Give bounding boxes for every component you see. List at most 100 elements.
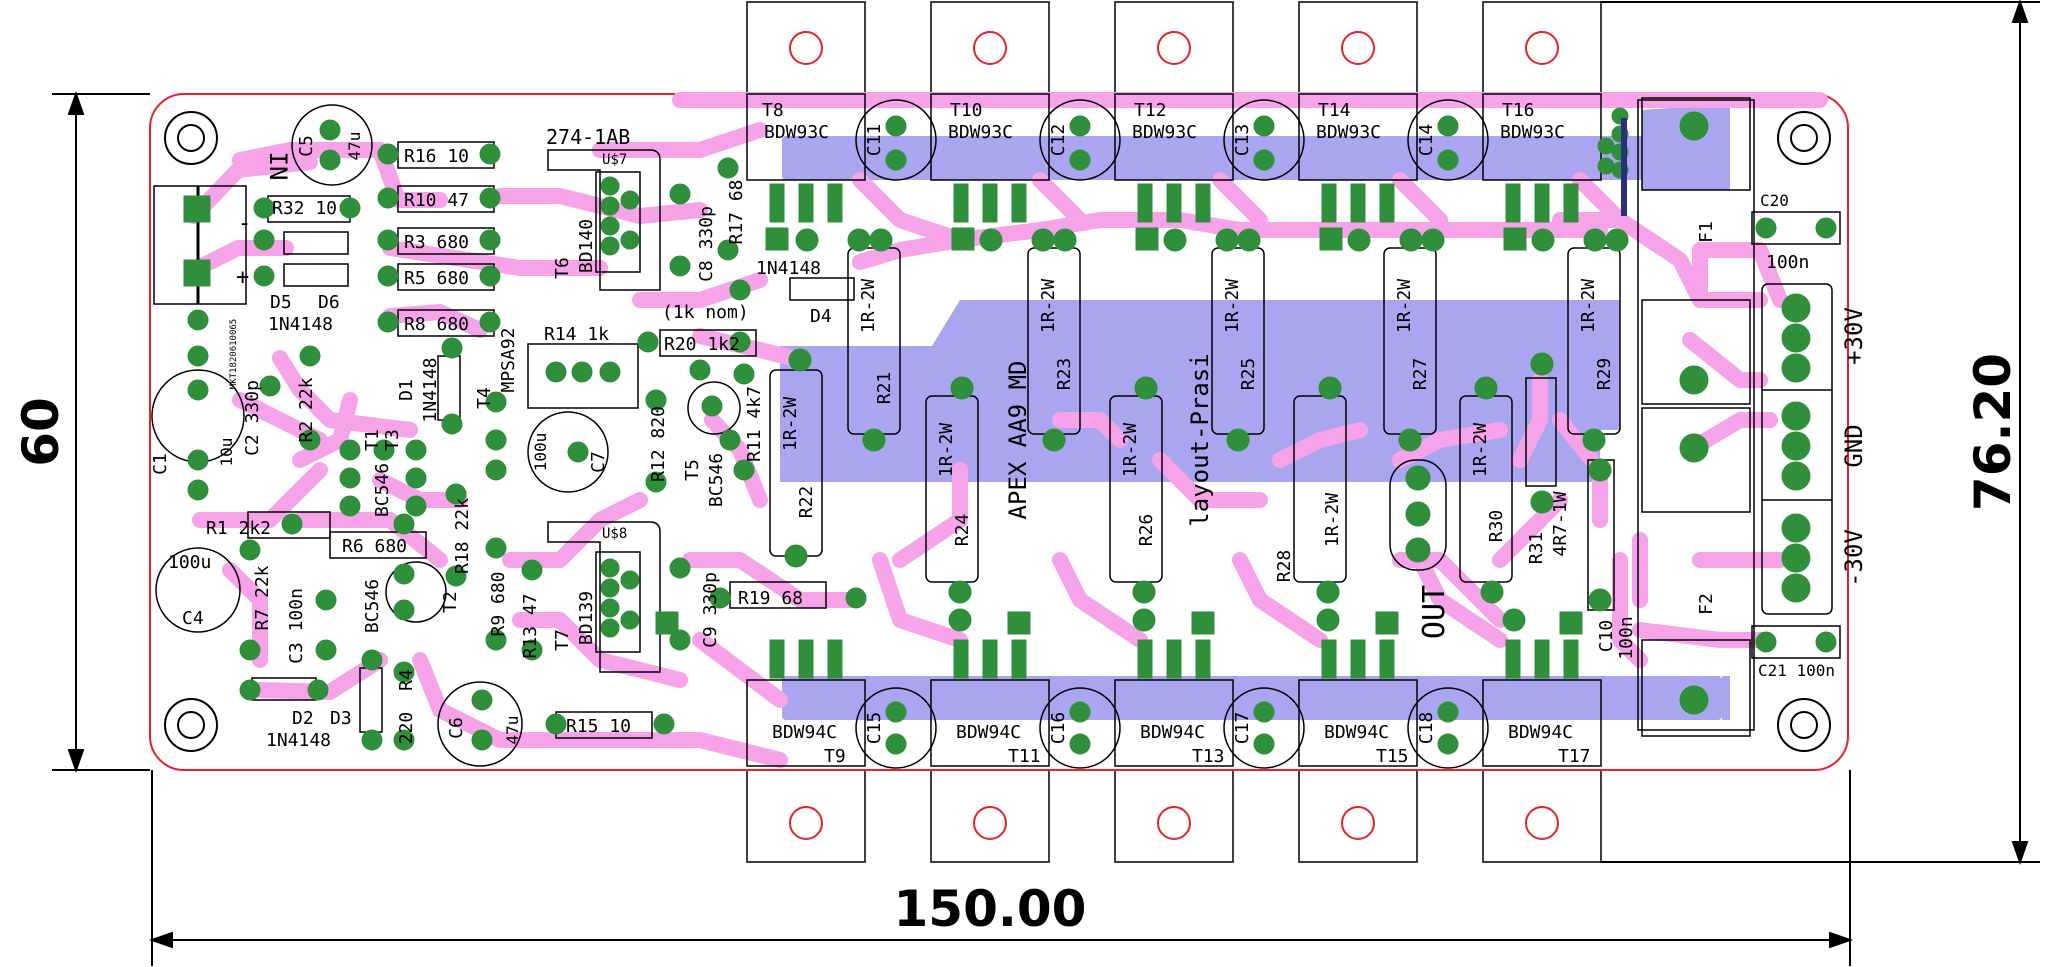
r31-label: R31 [1526,532,1547,565]
r21-ref: R21 [874,372,895,405]
t12-ref: T12 [1134,100,1167,121]
r14-nom-label: (1k nom) [662,302,749,323]
top-transistor-labels: T8 BDW93C T10 BDW93C T12 BDW93C T14 BDW9… [762,100,1565,143]
t1-label: T1 [362,429,383,451]
t13-value: BC546 [372,463,393,517]
fuse2-label: F2 [1696,593,1717,615]
t13-part: BDW94C [1140,722,1205,743]
width-dimension-label: 150.00 [894,880,1087,938]
u7-label: U$7 [602,152,627,168]
t3-label: T3 [382,429,403,451]
t14-part: BDW93C [1316,122,1381,143]
supply-gnd-label: GND [1840,424,1868,467]
t9-part: BDW94C [772,722,837,743]
bc546-label: BC546 [362,579,383,633]
t17-ref: T17 [1558,746,1591,767]
t8-ref: T8 [762,100,784,121]
c6-label: C6 [446,717,467,739]
r10-label: R10 47 [404,190,469,211]
d2-label: D2 [292,708,314,729]
t6-label: T6 [552,257,573,279]
c8-label: C8 330p [696,206,717,282]
c9-label: C9 330p [700,572,721,648]
height-right-dimension-label: 76.20 [1964,353,2022,511]
r4-value: 220 [396,712,417,745]
r28-val: 1R-2W [1322,493,1343,547]
t14-ref: T14 [1318,100,1351,121]
r15-label: R15 10 [566,716,631,737]
t7-label: T7 [552,629,573,651]
c10-label: C10 [1596,620,1617,653]
r12-label: R12 820 [648,406,669,482]
heatsink-top-label: 274-1AB [546,125,630,149]
c14-label: C14 [1416,124,1437,157]
power-cap-labels: C11 C12 C13 C14 C15 C16 C17 C18 [864,124,1437,745]
output-label: OUT [1417,585,1452,639]
d3-label: D3 [330,708,352,729]
c4-label: C4 [182,608,204,629]
r17-label: R17 68 [726,179,747,244]
r31-value: 4R7-1W [1550,491,1571,556]
r26-val: 1R-2W [1120,423,1141,477]
r30-ref: R30 [1486,510,1507,543]
d5-label: D5 [270,292,292,313]
t13-ref: T13 [1192,746,1225,767]
r23-val: 1R-2W [1038,279,1059,333]
supply-pos-label: +30V [1840,307,1868,365]
c12-label: C12 [1048,124,1069,157]
c15-label: C15 [864,712,885,745]
r4-label: R4 [396,669,417,691]
r22-ref: R22 [796,486,817,519]
r25-ref: R25 [1238,358,1259,391]
c16-label: C16 [1048,712,1069,745]
t11-ref: T11 [1008,746,1041,767]
mounting-holes [164,111,1831,752]
r9-label: R9 680 [488,571,509,636]
upper-resistor-labels: 1R-2W R21 1R-2W R23 1R-2W R25 1R-2W R27 … [858,279,1615,405]
input-plus: + [236,265,249,290]
t15-ref: T15 [1376,746,1409,767]
t11-part: BDW94C [956,722,1021,743]
r3-label: R3 680 [404,232,469,253]
round-pads [187,107,1837,755]
r27-val: 1R-2W [1394,279,1415,333]
t6-value: BD140 [576,219,597,273]
r16-label: R16 10 [404,146,469,167]
t16-part: BDW93C [1500,122,1565,143]
r7-label: R7 22k [252,565,273,630]
r2-label: R2 22k [296,377,317,442]
r25-val: 1R-2W [1222,279,1243,333]
d1-value: 1N4148 [420,357,441,422]
r6-label: R6 680 [342,536,407,557]
c20-label: C20 [1760,191,1789,210]
t12-part: BDW93C [1132,122,1197,143]
r24-val: 1R-2W [936,423,957,477]
t15-part: BDW94C [1324,722,1389,743]
c20-value: 100n [1766,252,1809,273]
r1-label: R1 2k2 [206,518,271,539]
dc-block-label: MKT1820610065 [229,319,239,389]
t10-part: BDW93C [948,122,1013,143]
c11-label: C11 [864,124,885,157]
t8-part: BDW93C [764,122,829,143]
c3-label: C3 100n [286,588,307,664]
c7-value: 100u [531,433,550,472]
d4-value: 1N4148 [756,258,821,279]
r14-label: R14 1k [544,324,609,345]
c18-label: C18 [1416,712,1437,745]
height-left-dimension-label: 60 [12,397,70,467]
r8-label: R8 680 [404,314,469,335]
c5-label: C5 [296,135,317,157]
dimension-lines [52,0,2040,966]
t9-ref: T9 [824,746,846,767]
r26-ref: R26 [1136,514,1157,547]
t17-part: BDW94C [1508,722,1573,743]
d23-value: 1N4148 [266,730,331,751]
fuse1-label: F1 [1696,221,1717,243]
r24-ref: R24 [952,514,973,547]
c13-label: C13 [1232,124,1253,157]
t5-value: BC546 [706,453,727,507]
c1-label: C1 [150,453,171,475]
r21-val: 1R-2W [858,279,879,333]
d6-label: D6 [318,292,340,313]
